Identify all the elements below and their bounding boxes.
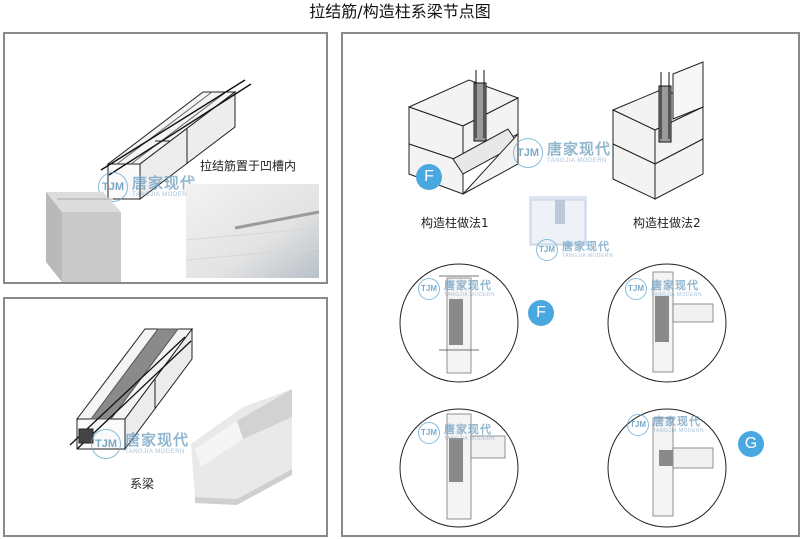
logo-en: TANGJIA MODERN xyxy=(547,158,607,164)
logo-cn: 唐家现代 xyxy=(444,279,492,292)
panel-tie-bar-groove: 拉结筋置于凹槽内 TJM 唐家现代 TANGJIA MODERN xyxy=(3,32,328,284)
brand-logo: TJM 唐家现代 TANGJIA MODERN xyxy=(536,239,613,261)
logo-mark: TJM xyxy=(513,138,543,168)
logo-cn: 唐家现代 xyxy=(444,423,492,436)
column-method1-drawing xyxy=(407,70,520,195)
logo-en: TANGJIA MODERN xyxy=(651,292,703,298)
logo-mark: TJM xyxy=(627,414,649,436)
logo-en: TANGJIA MODERN xyxy=(444,436,496,442)
logo-mark: TJM xyxy=(98,172,128,202)
logo-en: TANGJIA MODERN xyxy=(562,253,614,259)
detail-circle-4 xyxy=(607,408,727,528)
column-method2-drawing xyxy=(611,61,705,200)
method2-label: 构造柱做法2 xyxy=(633,216,701,230)
badge-f-mid: F xyxy=(528,300,554,326)
logo-mark: TJM xyxy=(625,278,647,300)
logo-mark: TJM xyxy=(91,429,121,459)
groove-closeup-photo xyxy=(185,184,320,278)
brand-logo: TJM 唐家现代 TANGJIA MODERN xyxy=(98,172,196,202)
method1-label: 构造柱做法1 xyxy=(421,216,489,230)
logo-cn: 唐家现代 xyxy=(651,279,699,292)
logo-cn: 唐家现代 xyxy=(562,240,610,253)
brand-logo: TJM 唐家现代 TANGJIA MODERN xyxy=(513,138,611,168)
badge-g: G xyxy=(738,431,764,457)
logo-cn: 唐家现代 xyxy=(547,140,612,158)
groove-caption: 拉结筋置于凹槽内 xyxy=(200,159,297,173)
logo-mark: TJM xyxy=(418,278,440,300)
logo-cn: 唐家现代 xyxy=(125,431,190,449)
panel-tie-beam: TJM 唐家现代 TANGJIA MODERN 系梁 xyxy=(3,297,328,537)
u-block-photo xyxy=(191,389,292,505)
logo-en: TANGJIA MODERN xyxy=(132,192,192,198)
panel-constructional-column: F TJM 唐家现代 TANGJIA MODERN 构造柱做法1 构造柱做法2 xyxy=(341,32,800,537)
badge-f-top: F xyxy=(416,164,442,190)
small-u-block-photo xyxy=(529,196,587,246)
page-title: 拉结筋/构造柱系梁节点图 xyxy=(309,2,491,21)
brand-logo: TJM 唐家现代 TANGJIA MODERN xyxy=(418,278,495,300)
logo-mark: TJM xyxy=(536,239,558,261)
brand-logo: TJM 唐家现代 TANGJIA MODERN xyxy=(91,429,189,459)
brand-logo: TJM 唐家现代 TANGJIA MODERN xyxy=(625,278,702,300)
logo-en: TANGJIA MODERN xyxy=(653,428,705,434)
logo-en: TANGJIA MODERN xyxy=(444,292,496,298)
brand-logo: TJM 唐家现代 TANGJIA MODERN xyxy=(627,414,704,436)
tie-beam-caption: 系梁 xyxy=(130,477,155,491)
brand-logo: TJM 唐家现代 TANGJIA MODERN xyxy=(418,422,495,444)
grooved-block-photo xyxy=(46,192,121,282)
logo-cn: 唐家现代 xyxy=(653,415,701,428)
logo-en: TANGJIA MODERN xyxy=(125,449,185,455)
logo-mark: TJM xyxy=(418,422,440,444)
logo-cn: 唐家现代 xyxy=(132,174,197,192)
